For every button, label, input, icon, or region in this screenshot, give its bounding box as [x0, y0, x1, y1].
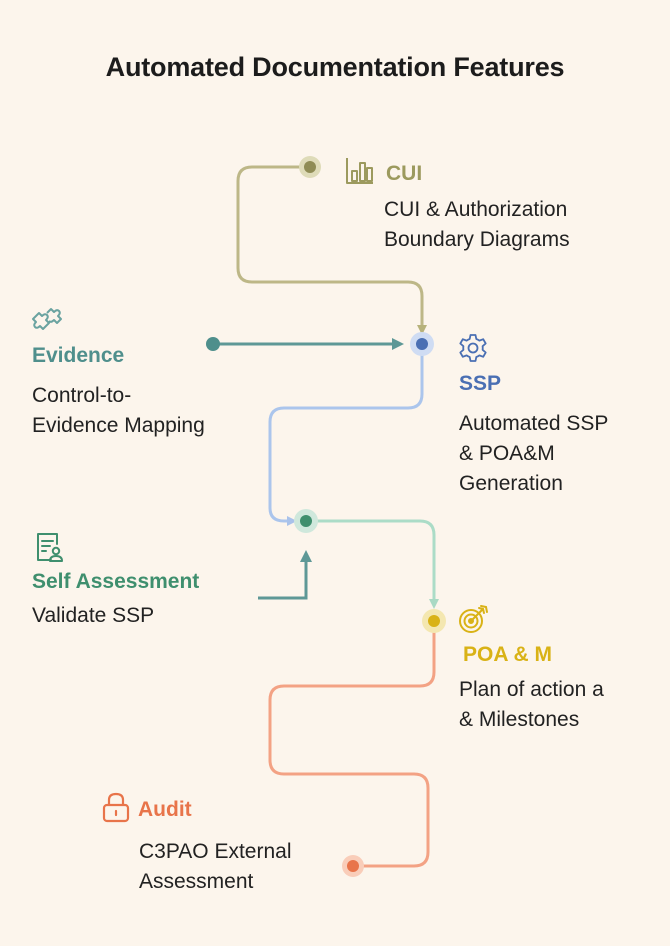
self-assessment-description-line: Validate SSP [32, 604, 155, 627]
connector-self-assessment-to-poam [306, 519, 439, 609]
node-dot-audit [342, 855, 364, 877]
node-dot-self-assessment [294, 509, 318, 533]
page-title: Automated Documentation Features [105, 52, 565, 82]
ssp-description-line: Automated SSP [459, 412, 609, 435]
connector-cui-to-ssp [236, 165, 427, 335]
audit-description: C3PAO External Assessment [139, 837, 292, 897]
bar-chart-icon [346, 158, 373, 184]
connector-ssp-to-self-assessment [268, 344, 424, 526]
poam-label: POA & M [463, 643, 553, 666]
evidence-description: Control-to- Evidence Mapping [32, 381, 205, 441]
cui-description-line: Boundary Diagrams [384, 228, 570, 251]
audit-label: Audit [138, 798, 192, 821]
node-dot-poam [422, 609, 446, 633]
target-icon [459, 605, 488, 633]
ssp-description: Automated SSP & POA&M Generation [459, 409, 608, 499]
cui-description-line: CUI & Authorization [384, 198, 568, 221]
ssp-description-line: Generation [459, 472, 563, 495]
connector-self-assessment-label [258, 550, 312, 600]
poam-description: Plan of action a & Milestones [459, 675, 604, 735]
ssp-label: SSP [459, 372, 502, 395]
puzzle-icon [32, 308, 62, 330]
gear-icon [459, 334, 487, 362]
connector-poam-to-audit [268, 621, 436, 868]
audit-description-line: Assessment [139, 870, 254, 893]
evidence-description-line: Control-to- [32, 384, 132, 407]
node-dot-cui [299, 156, 321, 178]
evidence-label: Evidence [32, 344, 125, 367]
poam-description-line: Plan of action a [459, 678, 604, 701]
document-user-icon [37, 533, 63, 562]
poam-description-line: & Milestones [459, 708, 580, 731]
node-dot-ssp [410, 332, 434, 356]
audit-description-line: C3PAO External [139, 840, 292, 863]
ssp-description-line: & POA&M [459, 442, 555, 465]
evidence-description-line: Evidence Mapping [32, 414, 205, 437]
node-dot-evidence [206, 337, 220, 351]
cui-description: CUI & Authorization Boundary Diagrams [384, 195, 570, 255]
self-assessment-description: Validate SSP [32, 601, 154, 631]
self-assessment-label: Self Assessment [32, 570, 200, 593]
cui-label: CUI [386, 162, 423, 185]
lock-icon [102, 792, 130, 823]
